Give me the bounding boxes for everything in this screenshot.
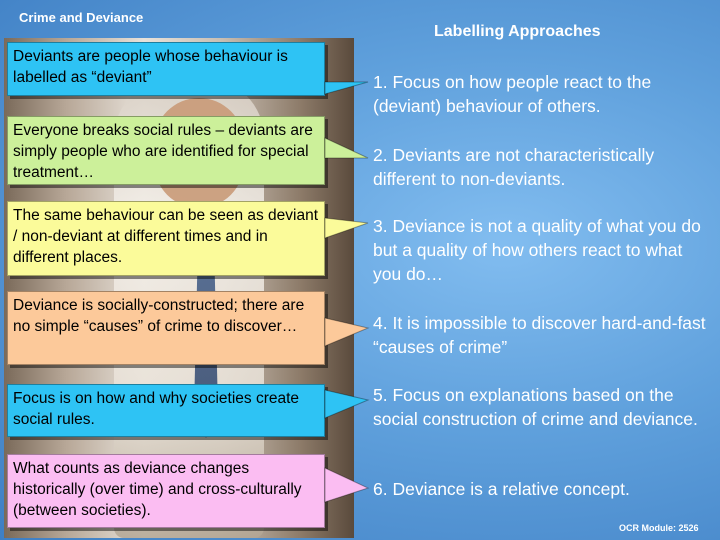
callout-box-2: Everyone breaks social rules – deviants …: [7, 116, 325, 185]
slide-footer: OCR Module: 2526: [619, 523, 699, 533]
callout-pointers: [324, 81, 370, 503]
callout-box-1: Deviants are people whose behaviour is l…: [7, 42, 325, 96]
point-1: 1. Focus on how people react to the (dev…: [373, 72, 652, 116]
callout-pointer-2: [324, 137, 369, 159]
point-6: 6. Deviance is a relative concept.: [373, 479, 630, 499]
point-2: 2. Deviants are not characteristically d…: [373, 145, 655, 189]
callout-pointer-4: [324, 317, 370, 347]
point-4: 4. It is impossible to discover hard-and…: [373, 313, 706, 357]
callout-box-3: The same behaviour can be seen as devian…: [7, 201, 325, 276]
callout-box-5: Focus is on how and why societies create…: [7, 384, 325, 437]
callout-pointer-5: [324, 389, 370, 419]
callout-box-6: What counts as deviance changes historic…: [7, 454, 325, 528]
callout-pointer-6: [324, 467, 370, 503]
point-5: 5. Focus on explanations based on the so…: [373, 385, 698, 429]
callout-pointer-3: [324, 217, 369, 239]
callout-box-4: Deviance is socially-constructed; there …: [7, 291, 325, 365]
callout-pointer-1: [324, 81, 369, 95]
slide-header: Crime and Deviance: [19, 10, 144, 25]
slide-title: Labelling Approaches: [434, 23, 601, 40]
point-3: 3. Deviance is not a quality of what you…: [373, 216, 701, 284]
